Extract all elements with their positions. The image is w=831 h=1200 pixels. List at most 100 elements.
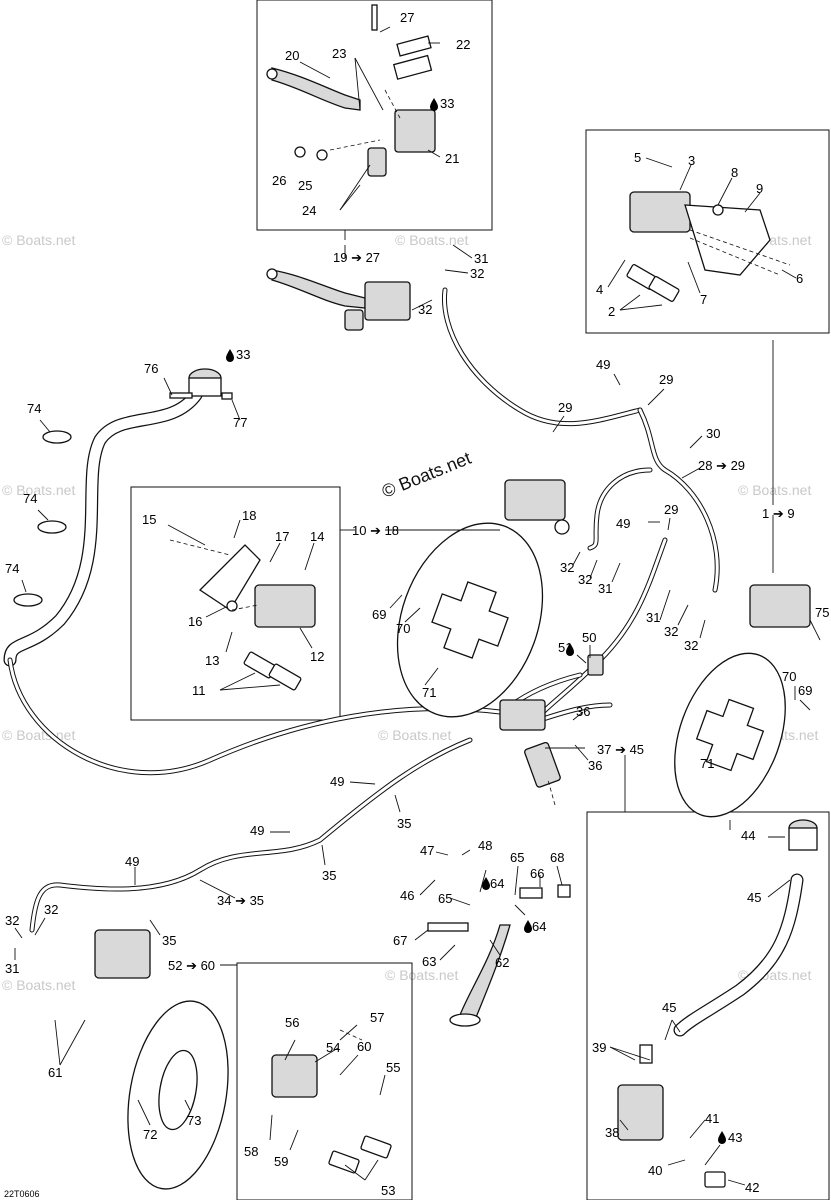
part-label: 31 [646, 610, 660, 625]
part-label: 35 [322, 868, 336, 883]
watermark: © Boats.net [2, 727, 75, 743]
part-label: 63 [422, 954, 436, 969]
part-label: 55 [386, 1060, 400, 1075]
watermark: © Boats.net [2, 232, 75, 248]
part-label: 73 [187, 1113, 201, 1128]
part-label: 43 [728, 1130, 742, 1145]
part-label: 53 [381, 1183, 395, 1198]
part-label: 9 [756, 181, 763, 196]
part-label: 67 [393, 933, 407, 948]
brake-lever [271, 67, 361, 111]
part-label: 31 [598, 581, 612, 596]
hose-clamp [13, 593, 43, 607]
part-label: 49 [596, 357, 610, 372]
master-cylinder-assembled [364, 281, 411, 321]
part-label: 8 [731, 165, 738, 180]
part-label: 71 [422, 685, 436, 700]
watermark: © Boats.net [738, 482, 811, 498]
part-label: 49 [330, 774, 344, 789]
part-label: 50 [582, 630, 596, 645]
brake-hoses [3, 287, 804, 1037]
parts [13, 4, 818, 1190]
part-label: 49 [250, 823, 264, 838]
part-label: 65 [438, 891, 452, 906]
fluid-drop-icon [430, 98, 438, 111]
part-label: 15 [142, 512, 156, 527]
part-label: 2 [608, 304, 615, 319]
part-label: 69 [798, 683, 812, 698]
part-label: 69 [372, 607, 386, 622]
part-label: 59 [274, 1154, 288, 1169]
frame-rear-caliper [236, 962, 413, 1200]
front-caliper-assembled [504, 479, 566, 521]
hose-clamp [37, 520, 67, 534]
part-label: 44 [741, 828, 755, 843]
rear-master-cylinder [617, 1084, 664, 1141]
front-right-caliper [629, 191, 691, 233]
part-label: 18 [242, 508, 256, 523]
watermark: © Boats.net [2, 482, 75, 498]
fluid-drop-icon [718, 1131, 726, 1144]
frame-front-right-caliper [585, 129, 830, 334]
part-label: 41 [705, 1111, 719, 1126]
part-label: 46 [400, 888, 414, 903]
watermark: © Boats.net [378, 727, 451, 743]
frame-master-cylinder [256, 0, 493, 231]
part-label: 29 [664, 502, 678, 517]
master-cylinder-body [394, 109, 436, 153]
part-label: 32 [5, 913, 19, 928]
part-label: 76 [144, 361, 158, 376]
part-label: 35 [397, 816, 411, 831]
part-label: 21 [445, 151, 459, 166]
part-label: 45 [662, 1000, 676, 1015]
part-label: 28 ➔ 29 [698, 458, 745, 473]
part-label: 48 [478, 838, 492, 853]
part-label: 29 [558, 400, 572, 415]
part-label: 49 [616, 516, 630, 531]
part-label: 32 [578, 572, 592, 587]
part-label: 45 [747, 890, 761, 905]
part-label: 32 [470, 266, 484, 281]
fluid-drop-icon [566, 643, 574, 656]
part-label: 70 [396, 621, 410, 636]
watermark: © Boats.net [2, 977, 75, 993]
brake-switch [587, 654, 604, 676]
part-label: 65 [510, 850, 524, 865]
part-label: 70 [782, 669, 796, 684]
part-label: 33 [440, 96, 454, 111]
part-label: 49 [125, 854, 139, 869]
part-label: 22 [456, 37, 470, 52]
part-label: 32 [418, 302, 432, 317]
part-label: 32 [664, 624, 678, 639]
part-label: 29 [659, 372, 673, 387]
part-label: 42 [745, 1180, 759, 1195]
leader-lines [14, 26, 821, 1186]
part-label: 19 ➔ 27 [333, 250, 380, 265]
front-left-caliper [254, 584, 316, 628]
part-label: 23 [332, 46, 346, 61]
part-label: 6 [796, 271, 803, 286]
watermark: © Boats.net [385, 967, 458, 983]
part-label: 30 [706, 426, 720, 441]
part-label: 11 [192, 683, 206, 698]
part-label: 71 [700, 756, 714, 771]
part-label: 77 [233, 415, 247, 430]
part-label: 13 [205, 653, 219, 668]
drawing-code: 22T0606 [4, 1189, 40, 1199]
distribution-valve [499, 699, 546, 731]
front-right-caliper-assembled [749, 584, 811, 628]
part-label: 10 ➔ 18 [352, 523, 399, 538]
part-label: 17 [275, 529, 289, 544]
part-label: 32 [44, 902, 58, 917]
part-label: 62 [495, 955, 509, 970]
part-label: 54 [326, 1040, 340, 1055]
part-label: 57 [370, 1010, 384, 1025]
part-label: 66 [530, 866, 544, 881]
part-label: 52 ➔ 60 [168, 958, 215, 973]
part-label: 35 [162, 933, 176, 948]
part-label: 32 [684, 638, 698, 653]
part-label: 68 [550, 850, 564, 865]
part-label: 25 [298, 178, 312, 193]
watermark: © Boats.net [395, 232, 468, 248]
